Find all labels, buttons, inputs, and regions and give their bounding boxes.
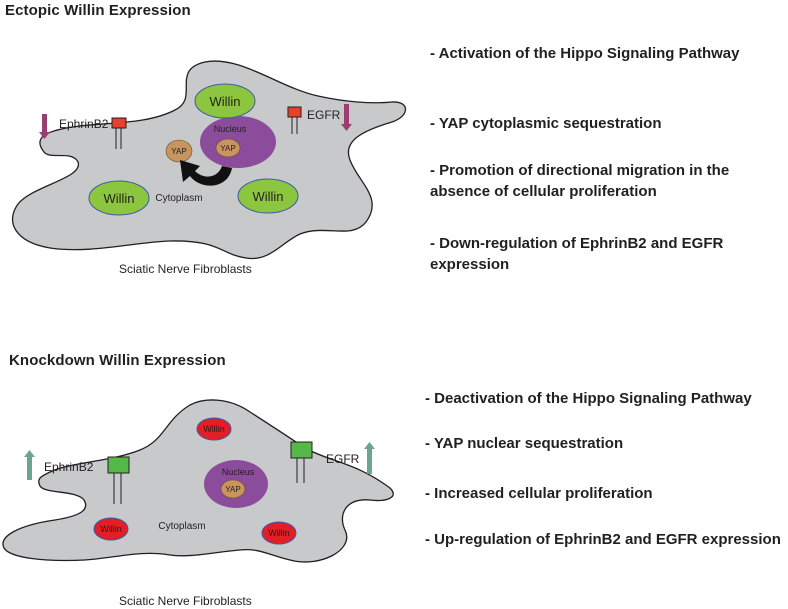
bottom-yap-nuclear xyxy=(220,479,246,499)
top-panel-title: Ectopic Willin Expression xyxy=(5,2,191,19)
top-willin-1-label: Willin xyxy=(209,94,240,109)
top-bullet-1: - Activation of the Hippo Signaling Path… xyxy=(430,45,740,62)
bottom-panel-title: Knockdown Willin Expression xyxy=(9,352,226,369)
top-yap-cytoplasmic-label: YAP xyxy=(171,147,186,156)
top-bullet-3: - Promotion of directional migration in … xyxy=(430,162,730,200)
bottom-ephrin-label: EphrinB2 xyxy=(44,460,94,474)
top-ephrin-receptor xyxy=(111,117,127,129)
bottom-willin-2-label: Willin xyxy=(100,524,122,534)
bottom-nucleus-label: Nucleus xyxy=(222,467,255,477)
bottom-ephrin-up-arrow xyxy=(24,450,35,480)
bottom-egfr-receptor xyxy=(290,441,313,459)
bottom-cytoplasm-label: Cytoplasm xyxy=(158,521,205,532)
bottom-bullet-2: - YAP nuclear sequestration xyxy=(425,435,624,452)
top-willin-3 xyxy=(237,178,299,214)
bottom-willin-1-label: Willin xyxy=(203,424,225,434)
bottom-egfr-up-arrow xyxy=(364,442,375,474)
bottom-willin-3 xyxy=(261,521,297,545)
top-egfr-down-arrow xyxy=(341,104,352,131)
top-ephrin-label: EphrinB2 xyxy=(59,117,109,131)
bottom-bullet-4: - Up-regulation of EphrinB2 and EGFR exp… xyxy=(425,531,781,548)
top-yap-cytoplasmic xyxy=(165,139,193,163)
top-willin-2 xyxy=(88,180,150,216)
bottom-willin-3-label: Willin xyxy=(268,528,290,538)
top-yap-nuclear xyxy=(215,138,241,158)
bottom-bullet-3: - Increased cellular proliferation xyxy=(425,485,653,502)
top-egfr-receptor xyxy=(287,106,302,118)
bottom-willin-1 xyxy=(196,417,232,441)
bottom-egfr-label: EGFR xyxy=(326,452,360,466)
top-bullet-4: - Down-regulation of EphrinB2 and EGFR e… xyxy=(430,235,724,273)
top-export-arrow xyxy=(180,160,232,186)
top-willin-3-label: Willin xyxy=(252,189,283,204)
bottom-willin-2 xyxy=(93,517,129,541)
bottom-ephrin-receptor xyxy=(107,456,130,474)
top-cytoplasm-label: Cytoplasm xyxy=(155,193,202,204)
top-willin-1 xyxy=(194,83,256,119)
top-yap-nuclear-label: YAP xyxy=(220,144,235,153)
top-egfr-label: EGFR xyxy=(307,108,341,122)
bottom-bullet-1: - Deactivation of the Hippo Signaling Pa… xyxy=(425,390,752,407)
top-ephrin-down-arrow xyxy=(39,114,50,139)
top-nucleus-label: Nucleus xyxy=(214,124,247,134)
bottom-caption: Sciatic Nerve Fibroblasts xyxy=(119,594,252,608)
top-willin-2-label: Willin xyxy=(103,191,134,206)
top-nucleus xyxy=(200,116,276,168)
top-caption: Sciatic Nerve Fibroblasts xyxy=(119,262,252,276)
bottom-yap-nuclear-label: YAP xyxy=(225,485,240,494)
top-bullet-2: - YAP cytoplasmic sequestration xyxy=(430,115,662,132)
